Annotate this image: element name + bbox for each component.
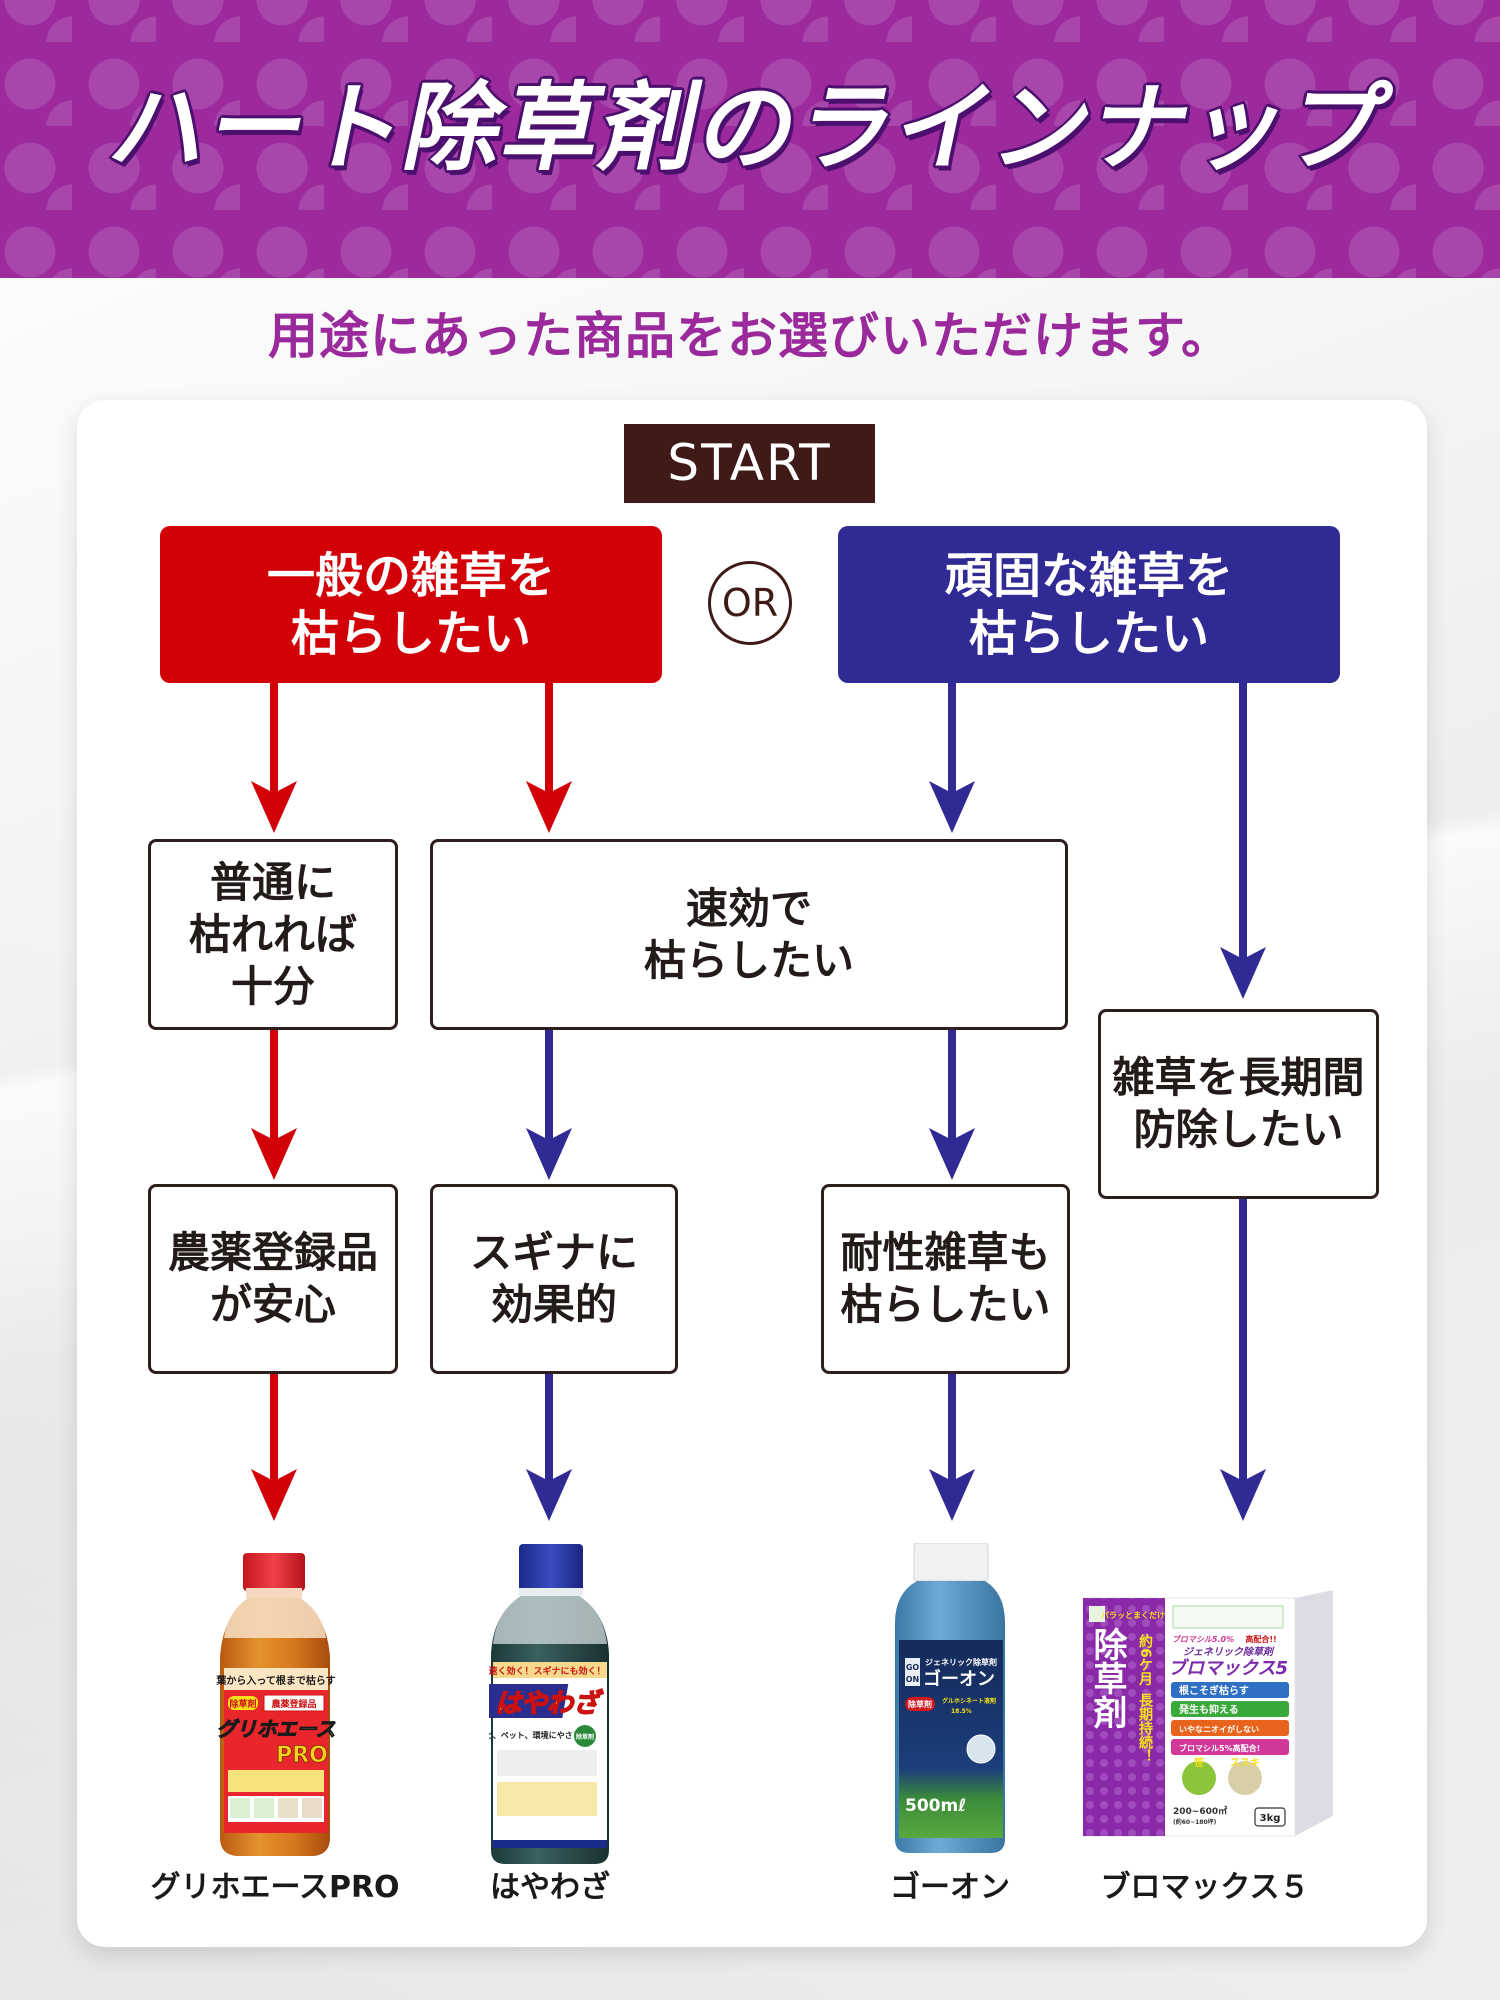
product-glyphoace-pro[interactable]: 葉から入って根まで枯らす 除草剤 農薬登録品 グリホエース PRO <box>210 1548 340 1860</box>
label-logo-bottom: ON <box>906 1675 920 1684</box>
label-brand: はやわざ <box>495 1689 604 1719</box>
label-volume: 500mℓ <box>905 1796 966 1816</box>
label-duration: 約6ケ月 <box>1137 1633 1154 1687</box>
choice-line: 枯らしたい <box>968 605 1209 662</box>
choice-line: 農薬登録品 <box>167 1228 378 1277</box>
choice-line: 枯らしたい <box>643 935 854 985</box>
choice-sugina[interactable]: スギナに 効果的 <box>430 1184 678 1374</box>
label-feature: ブロマシル5%高配合! <box>1179 1743 1260 1753</box>
label-brand: ゴーオン <box>923 1668 995 1690</box>
box-bromax5-image: パラッとまくだけ 除草剤 約6ケ月 長期持続！ ブロマシル5.0% 高配合!! … <box>1082 1590 1333 1837</box>
choice-line: 普通に <box>209 857 336 907</box>
label-badge: 除草剤 <box>576 1733 594 1741</box>
label-weed: ススキ <box>1230 1757 1260 1769</box>
bottle-hayawaza-image: 速く効く！スギナにも効く！ はやわざ ひと、ペット、環境にやさしい！ 除草剤 <box>472 1544 609 1864</box>
product-name-bromax5[interactable]: ブロマックス５ <box>1100 1870 1310 1905</box>
label-vertical: 除草剤 <box>1087 1626 1127 1730</box>
choice-general-weeds[interactable]: 一般の雑草を 枯らしたい <box>160 526 662 683</box>
label-feature: 発生も抑える <box>1178 1703 1239 1716</box>
label-brand-sub: PRO <box>276 1743 328 1768</box>
choice-fast-acting[interactable]: 速効で 枯らしたい <box>430 839 1068 1030</box>
label-feature: いやなニオイがしない <box>1179 1724 1259 1734</box>
label-badge: 除草剤 <box>229 1698 256 1710</box>
bottle-goon-image: GO ON ジェネリック除草剤 ゴーオン 除草剤 グルホシネート液剤 18.5%… <box>895 1542 1005 1853</box>
choice-line: 枯れれば <box>188 909 357 959</box>
label-coverage-sub: (約60~180坪) <box>1173 1818 1217 1826</box>
label-brand: ブロマックス5 <box>1168 1658 1288 1679</box>
choice-resistant[interactable]: 耐性雑草も 枯らしたい <box>821 1184 1070 1374</box>
label-eco: ひと、ペット、環境にやさしい！ <box>489 1730 597 1740</box>
label-duration-sub: 長期持続！ <box>1137 1693 1153 1763</box>
choice-line: 頑固な雑草を <box>944 547 1233 604</box>
label-conc-sub: 高配合!! <box>1245 1634 1276 1644</box>
product-bromax5[interactable]: パラッとまくだけ 除草剤 約6ケ月 長期持続！ ブロマシル5.0% 高配合!! … <box>1082 1588 1335 1838</box>
product-goon[interactable]: GO ON ジェネリック除草剤 ゴーオン 除草剤 グルホシネート液剤 18.5%… <box>893 1542 1007 1856</box>
choice-line: 速効で <box>685 883 812 933</box>
label-kicker: ジェネリック除草剤 <box>925 1657 997 1667</box>
product-name-hayawaza[interactable]: はやわざ <box>490 1870 610 1905</box>
choice-line: スギナに <box>469 1228 638 1277</box>
label-percent: 18.5% <box>951 1708 972 1715</box>
label-badge: 除草剤 <box>908 1699 932 1709</box>
choice-stubborn-weeds[interactable]: 頑固な雑草を 枯らしたい <box>838 526 1340 683</box>
label-tagline: 葉から入って根まで枯らす <box>215 1674 335 1687</box>
choice-line: 効果的 <box>490 1280 617 1329</box>
choice-line: 防除したい <box>1133 1105 1344 1154</box>
header-banner: ハート除草剤のラインナップ <box>0 0 1500 278</box>
choice-long-term[interactable]: 雑草を長期間 防除したい <box>1098 1009 1379 1199</box>
start-label: START <box>624 424 875 503</box>
label-weight: 3kg <box>1260 1813 1281 1824</box>
bottle-glyphoace-image: 葉から入って根まで枯らす 除草剤 農薬登録品 グリホエース PRO <box>215 1553 336 1856</box>
label-top-tag: パラッとまくだけ <box>1101 1610 1165 1620</box>
choice-line: 枯らしたい <box>290 605 531 662</box>
choice-line: 雑草を長期間 <box>1112 1053 1365 1102</box>
product-name-goon[interactable]: ゴーオン <box>890 1870 1010 1905</box>
choice-line: 耐性雑草も <box>840 1228 1051 1277</box>
label-coverage: 200~600㎡ <box>1173 1805 1227 1817</box>
label-ingredient: グルホシネート液剤 <box>942 1697 996 1705</box>
choice-line: が安心 <box>209 1280 336 1329</box>
label-kicker: ジェネリック除草剤 <box>1183 1646 1275 1658</box>
choice-line: 枯らしたい <box>840 1280 1051 1329</box>
label-brand: グリホエース <box>217 1717 336 1741</box>
label-conc: ブロマシル5.0% <box>1172 1634 1234 1644</box>
choice-line: 一般の雑草を <box>266 547 555 604</box>
label-weed: 笹 <box>1194 1756 1204 1769</box>
product-name-glyphoace[interactable]: グリホエースPRO <box>150 1870 400 1905</box>
choice-registered[interactable]: 農薬登録品 が安心 <box>148 1184 398 1374</box>
choice-normal-kill[interactable]: 普通に 枯れれば 十分 <box>148 839 398 1030</box>
choice-line: 十分 <box>230 961 315 1011</box>
page-title: ハート除草剤のラインナップ <box>99 70 1401 186</box>
label-logo-top: GO <box>906 1663 920 1672</box>
product-hayawaza[interactable]: 速く効く！スギナにも効く！ はやわざ ひと、ペット、環境にやさしい！ 除草剤 <box>472 1544 611 1866</box>
label-tagline: 速く効く！スギナにも効く！ <box>489 1665 606 1677</box>
label-stamp: 農薬登録品 <box>271 1698 316 1710</box>
page-subtitle: 用途にあった商品をお選びいただけます。 <box>268 307 1232 365</box>
or-badge: OR <box>708 561 792 645</box>
bottle-cap <box>243 1553 305 1591</box>
label-feature: 根こそぎ枯らす <box>1179 1684 1249 1697</box>
